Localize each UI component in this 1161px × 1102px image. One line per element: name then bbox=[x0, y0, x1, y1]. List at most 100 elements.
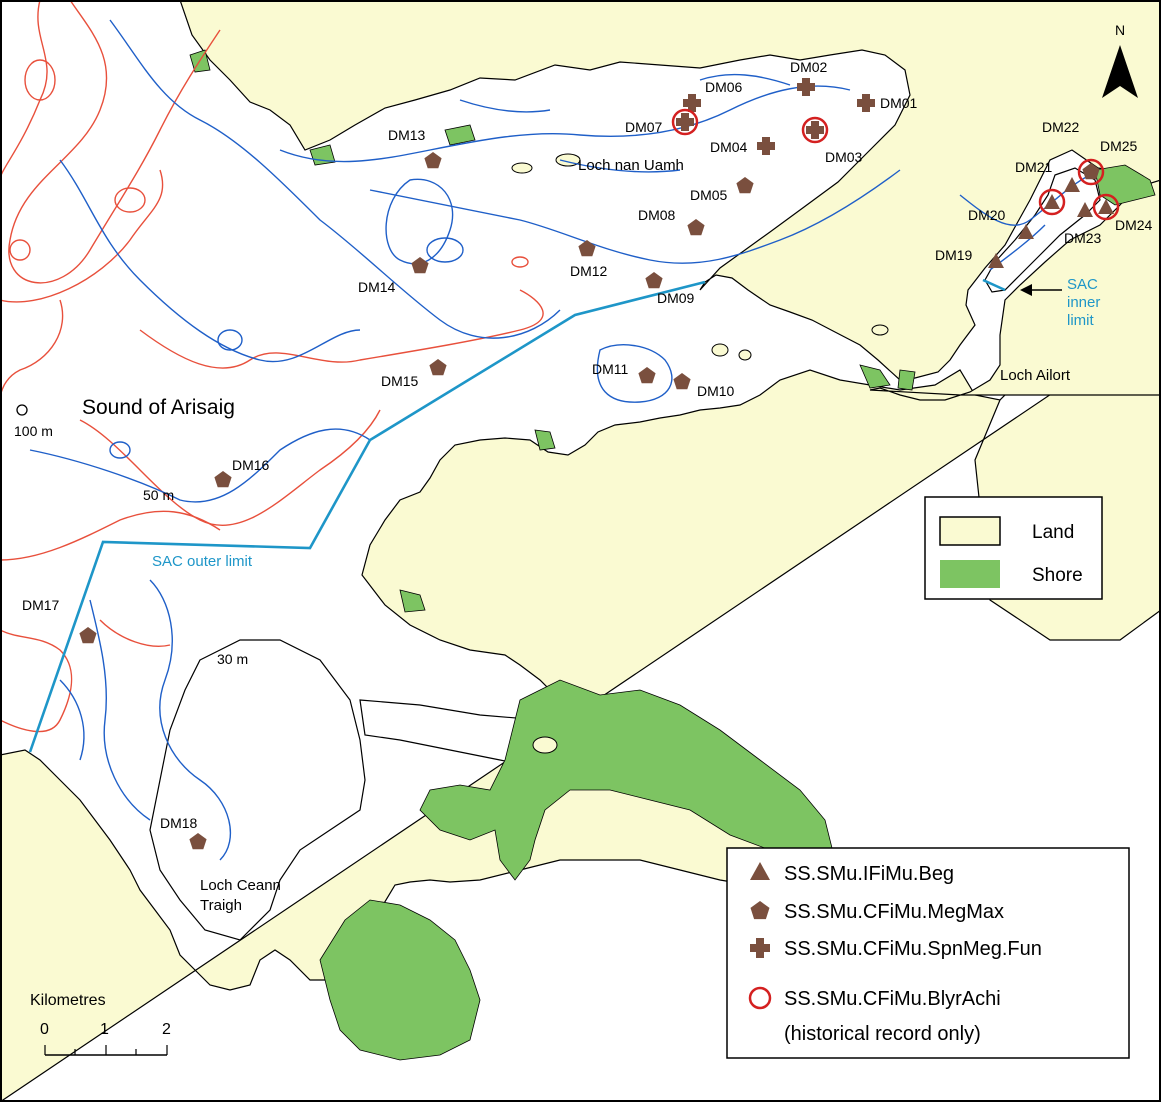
station-dm07: DM07 bbox=[625, 108, 699, 136]
legend-pentagon-icon bbox=[750, 901, 770, 920]
scale-tick-0: 0 bbox=[40, 1021, 49, 1038]
sac-outer-label: SAC outer limit bbox=[152, 553, 253, 570]
place-sound-of-arisaig: Sound of Arisaig bbox=[82, 396, 235, 419]
station-dm06: DM06 bbox=[683, 79, 743, 112]
pentagon-marker-icon bbox=[687, 219, 705, 236]
triangle-marker-icon bbox=[1064, 177, 1080, 192]
pentagon-marker-icon bbox=[214, 471, 232, 488]
depth-100-marker bbox=[16, 404, 28, 416]
scale-tick-1: 1 bbox=[100, 1021, 109, 1038]
triangle-marker-icon bbox=[1077, 202, 1093, 217]
shore-sound-2 bbox=[534, 429, 556, 451]
station-dm20: DM20 bbox=[968, 207, 1034, 239]
station-label: DM18 bbox=[160, 815, 198, 831]
station-label: DM16 bbox=[232, 457, 270, 473]
legend-ring-icon bbox=[748, 986, 772, 1010]
depth-label-30: 30 m bbox=[217, 651, 248, 667]
station-label: DM25 bbox=[1100, 138, 1138, 154]
loch-ceann-traigh bbox=[149, 639, 366, 941]
station-label: DM17 bbox=[22, 597, 60, 613]
station-dm02: DM02 bbox=[790, 59, 828, 96]
station-label: DM11 bbox=[592, 361, 629, 377]
legend-shore-label: Shore bbox=[1032, 565, 1083, 586]
land-north bbox=[179, 0, 1161, 381]
triangle-marker-icon bbox=[988, 253, 1004, 268]
pentagon-marker-icon bbox=[1082, 163, 1100, 180]
sac-inner-label-1: SAC bbox=[1067, 276, 1098, 293]
station-label: DM12 bbox=[570, 263, 608, 279]
historical-ring-icon bbox=[1038, 188, 1066, 216]
contours-50m bbox=[0, 0, 544, 733]
station-dm23: DM23 bbox=[1064, 202, 1102, 246]
scale-title: Kilometres bbox=[30, 992, 106, 1009]
sac-outer-limit-line bbox=[28, 280, 706, 753]
station-dm21: DM21 bbox=[1015, 159, 1066, 216]
cross-marker-icon bbox=[757, 137, 775, 155]
legend-triangle-icon bbox=[750, 862, 770, 880]
island-5 bbox=[532, 736, 558, 754]
pentagon-marker-icon bbox=[79, 627, 97, 644]
historical-ring-icon bbox=[801, 116, 829, 144]
stations-layer: DM01DM02DM03DM04DM05DM06DM07DM08DM09DM10… bbox=[22, 59, 1153, 850]
legend-biotope-1: SS.SMu.IFiMu.Beg bbox=[784, 863, 954, 885]
station-label: DM14 bbox=[358, 279, 396, 295]
depth-label-50: 50 m bbox=[143, 487, 174, 503]
station-dm01: DM01 bbox=[857, 94, 918, 112]
island-6 bbox=[871, 324, 889, 336]
island-4 bbox=[738, 349, 752, 361]
station-label: DM15 bbox=[381, 373, 419, 389]
station-label: DM09 bbox=[657, 290, 695, 306]
station-label: DM24 bbox=[1115, 217, 1153, 233]
historical-ring-icon bbox=[1092, 193, 1120, 221]
station-dm15: DM15 bbox=[381, 359, 447, 389]
legend-land-label: Land bbox=[1032, 522, 1074, 543]
station-dm04: DM04 bbox=[710, 137, 775, 155]
station-label: DM07 bbox=[625, 119, 663, 135]
triangle-marker-icon bbox=[1018, 224, 1034, 239]
shore-sound-1 bbox=[399, 589, 426, 613]
place-loch-nan-uamh: Loch nan Uamh bbox=[578, 157, 684, 174]
station-dm10: DM10 bbox=[673, 373, 735, 399]
station-label: DM21 bbox=[1015, 159, 1053, 175]
station-label: DM19 bbox=[935, 247, 973, 263]
legend-biotopes-box bbox=[726, 847, 1130, 1059]
depth-label-100: 100 m bbox=[14, 423, 53, 439]
station-dm25: DM25 bbox=[1077, 138, 1138, 186]
sac-inner-label-3: limit bbox=[1067, 312, 1094, 329]
station-label: DM13 bbox=[388, 127, 426, 143]
place-loch-ailort: Loch Ailort bbox=[1000, 367, 1071, 384]
pentagon-marker-icon bbox=[645, 272, 663, 289]
station-dm22: DM22 bbox=[1042, 119, 1080, 192]
place-loch-ceann-2: Traigh bbox=[200, 897, 242, 914]
islands bbox=[511, 153, 889, 754]
shore-north-2 bbox=[444, 124, 476, 146]
historical-ring-icon bbox=[1077, 158, 1105, 186]
shore-ailort-2 bbox=[897, 369, 916, 391]
station-label: DM05 bbox=[690, 187, 728, 203]
station-dm13: DM13 bbox=[388, 127, 442, 169]
scale-tick-2: 2 bbox=[162, 1021, 171, 1038]
legend-land-swatch bbox=[939, 516, 1001, 546]
shore-loch-head bbox=[319, 899, 481, 1061]
pentagon-marker-icon bbox=[673, 373, 691, 390]
pentagon-marker-icon bbox=[578, 240, 596, 257]
pentagon-marker-icon bbox=[736, 177, 754, 194]
north-arrow-icon bbox=[1102, 45, 1138, 98]
station-dm11: DM11 bbox=[592, 361, 656, 384]
station-dm12: DM12 bbox=[570, 240, 608, 279]
cross-marker-icon bbox=[683, 94, 701, 112]
historical-ring-icon bbox=[671, 108, 699, 136]
cross-marker-icon bbox=[797, 78, 815, 96]
legend-biotope-2: SS.SMu.CFiMu.MegMax bbox=[784, 901, 1004, 923]
station-dm17: DM17 bbox=[22, 597, 97, 644]
station-label: DM06 bbox=[705, 79, 743, 95]
sac-inner-limit-line bbox=[982, 278, 1006, 292]
north-arrow: N bbox=[1102, 22, 1138, 98]
pentagon-marker-icon bbox=[424, 152, 442, 169]
station-label: DM20 bbox=[968, 207, 1006, 223]
scale-ticks bbox=[44, 1045, 168, 1055]
cross-marker-icon bbox=[857, 94, 875, 112]
station-label: DM23 bbox=[1064, 230, 1102, 246]
legend-cross-icon bbox=[750, 938, 770, 958]
